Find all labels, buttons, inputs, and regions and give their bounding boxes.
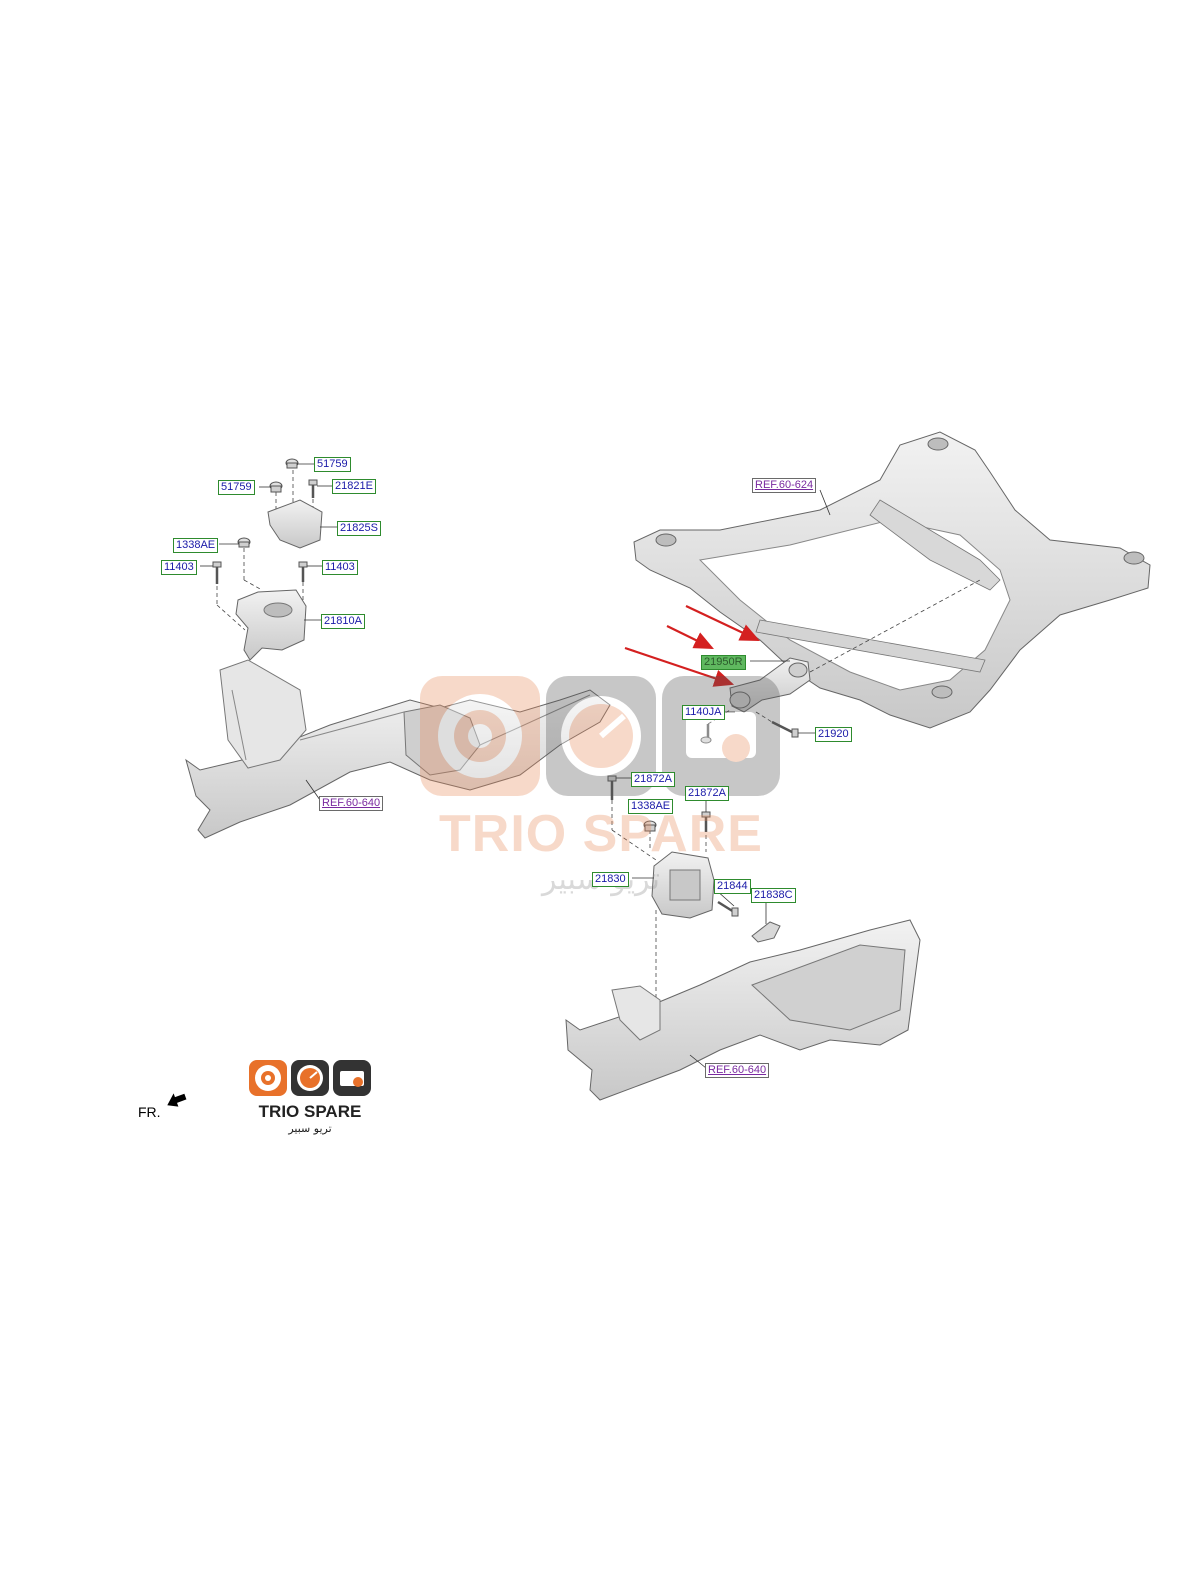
logo-brand-name: TRIO SPARE [258,1102,362,1121]
callout-arrows [624,605,760,687]
part-label-21872A-right[interactable]: 21872A [685,786,729,801]
logo-icons [249,1060,371,1096]
part-label-1140JA[interactable]: 1140JA [682,705,725,720]
ref-label-60-624[interactable]: REF.60-624 [752,478,817,493]
bolt-21844 [717,900,739,917]
bearing-icon [420,676,540,796]
bolt-21872A-top [607,775,617,800]
part-label-21844[interactable]: 21844 [714,879,751,894]
part-label-11403-right[interactable]: 11403 [322,560,358,575]
engine-icon [662,676,780,796]
bolt-21821E [308,479,318,498]
clip-21838C [751,921,781,943]
nut-1338AE-mid [643,820,657,832]
part-label-11403-left[interactable]: 11403 [161,560,197,575]
roll-rod-21950R [729,657,811,713]
transmission-mount-group [565,775,921,1101]
nut-51759-left [269,481,283,493]
watermark-brand-name: TRIO SPARE [439,805,763,863]
front-orientation-label: FR. [138,1104,161,1120]
brand-logo: TRIO SPARE تريو سبير [247,1058,373,1138]
part-label-1338AE-mid[interactable]: 1338AE [628,799,674,814]
front-arrow-icon [167,1093,187,1107]
bracket-21825S [267,499,323,549]
watermark: TRIO SPARE تريو سبير [416,672,786,902]
gauge-icon [291,1060,329,1096]
logo-brand-arabic: تريو سبير [288,1122,332,1135]
bolt-11403-right [298,561,308,582]
part-label-21920[interactable]: 21920 [815,727,852,742]
front-subframe-group [633,431,1151,729]
part-label-21838C[interactable]: 21838C [751,888,796,903]
part-label-51759-top[interactable]: 51759 [314,457,351,472]
left-engine-mount-group [185,458,611,839]
part-label-21950R-highlighted[interactable]: 21950R [701,655,746,670]
gauge-icon [546,676,656,796]
side-member-left [185,689,611,839]
part-label-21821E[interactable]: 21821E [332,479,376,494]
part-label-21825S[interactable]: 21825S [337,521,381,536]
part-label-21830[interactable]: 21830 [592,872,629,887]
ref-label-60-640-bottom[interactable]: REF.60-640 [705,1063,770,1078]
nut-1338AE-left [237,537,251,548]
part-label-21872A-top[interactable]: 21872A [631,772,675,787]
part-label-51759-left[interactable]: 51759 [218,480,255,495]
nut-51759-top [285,458,299,469]
part-label-21810A[interactable]: 21810A [321,614,365,629]
engine-mount-21810A [235,589,307,661]
part-label-1338AE-left[interactable]: 1338AE [173,538,219,553]
watermark-icons [420,676,780,796]
ref-label-60-640-left[interactable]: REF.60-640 [319,796,384,811]
bearing-icon [249,1060,287,1096]
engine-icon [333,1060,371,1096]
bolt-11403-left [212,561,222,584]
